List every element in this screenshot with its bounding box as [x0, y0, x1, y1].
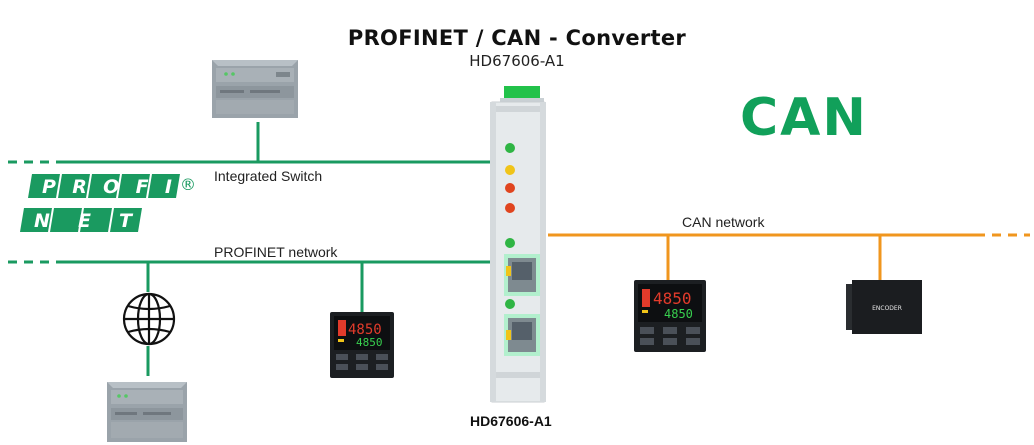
- can-logo: CAN: [740, 88, 868, 148]
- display-right-top: 4850: [653, 289, 692, 308]
- display-controller-right: 4850 4850: [634, 280, 706, 352]
- profinet-network-label: PROFINET network: [214, 244, 338, 260]
- led-1: [505, 143, 515, 153]
- led-3: [505, 183, 515, 193]
- device-label: HD67606-A1: [470, 413, 552, 429]
- can-network-label: CAN network: [682, 214, 765, 230]
- profinet-logo-row2: NET: [34, 210, 134, 232]
- encoder-label: ENCODER: [872, 305, 902, 312]
- led-4: [505, 203, 515, 213]
- led-2: [505, 165, 515, 175]
- display-left-bottom: 4850: [356, 336, 383, 349]
- display-controller-left: 4850 4850: [330, 312, 394, 378]
- page-subtitle: HD67606-A1: [469, 52, 565, 70]
- display-right-bottom: 4850: [664, 307, 693, 321]
- profinet-logo: PROFI NET ®: [20, 174, 196, 232]
- led-6: [505, 299, 515, 309]
- encoder-device: ENCODER: [846, 280, 922, 334]
- plc-top-icon: [212, 60, 298, 118]
- display-left-top: 4850: [348, 322, 382, 338]
- converter-device: [490, 86, 546, 403]
- globe-icon: [122, 292, 176, 346]
- led-5: [505, 238, 515, 248]
- registered-mark: ®: [180, 175, 196, 194]
- profinet-logo-row1: PROFI: [42, 176, 172, 198]
- integrated-switch-label: Integrated Switch: [214, 168, 323, 184]
- plc-bottom-icon: [107, 382, 187, 442]
- page-title: PROFINET / CAN - Converter: [347, 26, 687, 50]
